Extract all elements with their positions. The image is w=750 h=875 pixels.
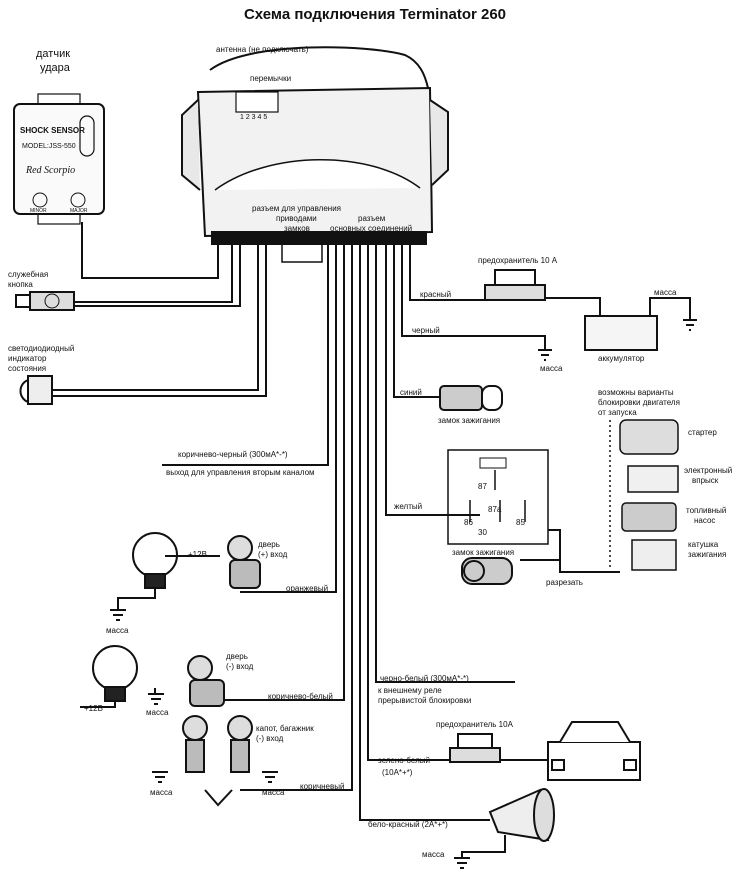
- siren: [488, 788, 555, 842]
- white-red-label: бело-красный (2A*+*): [368, 820, 448, 829]
- green-white-label-2: (10A*+*): [382, 768, 413, 777]
- door-positive-label-2: (+) вход: [258, 550, 288, 559]
- door-switch-positive: [227, 535, 261, 589]
- yellow-wire-label: желтый: [394, 502, 423, 511]
- shock-sensor: [13, 93, 105, 225]
- door-switch-negative: [187, 655, 225, 707]
- brown-black-label-2: выход для управления вторым каналом: [166, 468, 315, 477]
- relay-87a-label: 87a: [488, 505, 502, 514]
- lock-connector-label-1: разъем для управления: [252, 204, 341, 213]
- blue-wire-label: синий: [400, 388, 422, 397]
- ground-lamp1-label: масса: [106, 626, 129, 635]
- battery-label: аккумулятор: [598, 354, 645, 363]
- block-options-label-2: блокировки двигателя: [598, 398, 680, 407]
- black-wire-label: черный: [412, 326, 440, 335]
- hood-label-1: капот, багажник: [256, 724, 314, 733]
- lock-connector-label-3: замков: [284, 224, 310, 233]
- hood-label-2: (-) вход: [256, 734, 284, 743]
- jumper-numbers: 1 2 3 4 5: [240, 114, 268, 121]
- ignition-lock-2: [461, 557, 513, 585]
- door-positive-label-1: дверь: [258, 540, 280, 549]
- main-connector-label-1: разъем: [358, 214, 386, 223]
- relay-30-label: 30: [478, 528, 487, 537]
- shock-sensor-minor: MINOR: [30, 208, 47, 214]
- starter-label: стартер: [688, 428, 717, 437]
- main-connector-label-2: основных соединений: [330, 224, 413, 233]
- led-label-1: светодиодиодный: [8, 344, 75, 353]
- battery: [584, 315, 658, 351]
- door-negative-label-2: (-) вход: [226, 662, 254, 671]
- fuel-pump-label-1: топливный: [686, 506, 727, 515]
- block-options-label-3: от запуска: [598, 408, 637, 417]
- door-negative-label-1: дверь: [226, 652, 248, 661]
- relay-85-label: 85: [516, 518, 525, 527]
- brown-black-label-1: коричнево-черный (300мА*-*): [178, 450, 288, 459]
- hood-switch-2: [227, 715, 253, 773]
- antenna-label: антенна (не подключать): [216, 45, 309, 54]
- orange-wire-label: оранжевый: [286, 584, 329, 593]
- injection-label-2: впрыск: [692, 476, 719, 485]
- diagram-title: Схема подключения Terminator 260: [243, 6, 507, 23]
- green-white-label-1: зелено-белый: [378, 756, 430, 765]
- ground-siren-label: масса: [422, 850, 445, 859]
- fuse-top: [484, 269, 546, 301]
- shock-sensor-brand: SHOCK SENSOR: [20, 126, 85, 135]
- engine-block-options: [609, 419, 679, 571]
- shock-sensor-model: MODEL:JSS-550: [22, 143, 76, 150]
- led-label-2: индикатор: [8, 354, 47, 363]
- brown-wire-label: коричневый: [300, 782, 345, 791]
- service-button-label-1: служебная: [8, 270, 49, 279]
- ignition-coil-label-1: катушка: [688, 540, 719, 549]
- cut-label: разрезать: [546, 578, 583, 587]
- car: [547, 721, 641, 781]
- fuel-pump-label-2: насос: [694, 516, 716, 525]
- ground-pin1-label: масса: [150, 788, 173, 797]
- hood-switch-1: [182, 715, 208, 773]
- block-options-label-1: возможны варианты: [598, 388, 674, 397]
- shock-sensor-label-2: удара: [40, 62, 70, 74]
- lamp-2: [92, 645, 138, 702]
- black-white-label-2: к внешнему реле: [378, 686, 442, 695]
- fuse-top-label: предохранитель 10 А: [478, 256, 558, 265]
- black-white-label-1: черно-белый (300мА*-*): [380, 674, 469, 683]
- relay: [447, 449, 549, 545]
- shock-sensor-label-1: датчик: [36, 48, 71, 60]
- plus12-top-label: +12В: [188, 550, 207, 559]
- ignition-lock: [439, 385, 503, 411]
- ignition-lock-label: замок зажигания: [438, 416, 501, 425]
- lock-connector-label-2: приводами: [276, 214, 317, 223]
- ignition-coil-label-2: зажигания: [688, 550, 727, 559]
- relay-87-label: 87: [478, 482, 487, 491]
- fuse-bottom: [449, 733, 501, 763]
- control-unit: [181, 86, 449, 245]
- ground-lamp2-label: масса: [146, 708, 169, 717]
- brown-white-label: коричнево-белый: [268, 692, 333, 701]
- jumpers-label: перемычки: [250, 74, 292, 83]
- ground-pin2-label: масса: [262, 788, 285, 797]
- led-label-3: состояния: [8, 364, 47, 373]
- ground-mid-label: масса: [540, 364, 563, 373]
- ground-top-label: масса: [654, 288, 677, 297]
- lamp-1: [132, 532, 178, 589]
- injection-label-1: электронный: [684, 466, 733, 475]
- plus12-bottom-label: +12В: [84, 704, 103, 713]
- shock-sensor-logo: Red Scorpio: [26, 165, 76, 176]
- fuse-bottom-label: предохранитель 10А: [436, 720, 513, 729]
- relay-86-label: 86: [464, 518, 473, 527]
- black-white-label-3: прерывистой блокировки: [378, 696, 472, 705]
- red-wire-label: красный: [420, 290, 452, 299]
- status-led: [19, 375, 53, 405]
- ignition-lock-2-label: замок зажигания: [452, 548, 515, 557]
- antenna-wire: [209, 46, 429, 89]
- service-button: [15, 291, 75, 311]
- shock-sensor-major: MAJOR: [70, 208, 88, 214]
- service-button-label-2: кнопка: [8, 280, 33, 289]
